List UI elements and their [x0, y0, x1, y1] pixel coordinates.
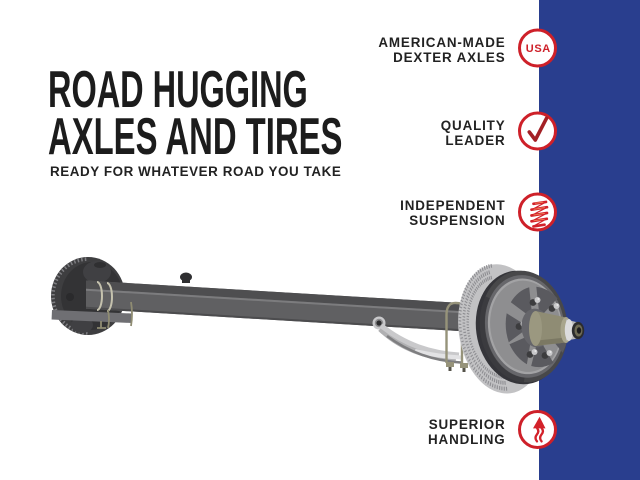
svg-text:USA: USA — [526, 43, 551, 55]
